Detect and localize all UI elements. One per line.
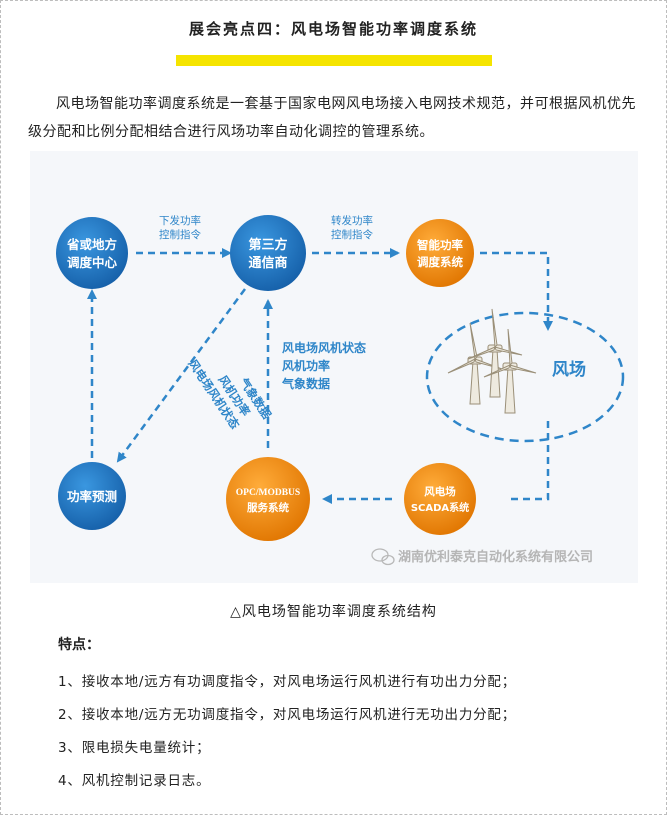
diagram-caption: △风电场智能功率调度系统结构 — [230, 604, 437, 620]
opc-modbus-line-2: 服务系统 — [247, 501, 289, 514]
watermark: 湖南优利泰克自动化系统有限公司 — [371, 548, 593, 566]
issue-command-label-2: 控制指令 — [159, 228, 201, 241]
third-party-line-2: 通信商 — [248, 255, 287, 271]
feature-item-1: 1、接收本地/远方有功调度指令，对风电场运行风机进行有功出力分配； — [58, 674, 517, 690]
status-center-label-3: 气象数据 — [281, 376, 330, 391]
wind-farm-boundary — [425, 311, 625, 443]
wechat-icon — [371, 548, 395, 566]
edge-wind-farm-to-scada — [506, 421, 550, 501]
wind-farm-label: 风场 — [552, 360, 586, 380]
issue-command-label-1: 下发功率 — [159, 214, 201, 227]
dispatch-center-line-2: 调度中心 — [67, 255, 118, 270]
third-party-line-1: 第三方 — [248, 237, 287, 253]
intro-paragraph: 风电场智能功率调度系统是一套基于国家电网风电场接入电网技术规范，并可根据风机优先… — [28, 96, 636, 140]
dispatch-center-node: 省或地方 调度中心 — [56, 217, 128, 289]
scada-line-2: SCADA系统 — [411, 501, 469, 514]
feature-item-3: 3、限电损失电量统计； — [58, 740, 211, 756]
opc-modbus-line-1: OPC/MODBUS — [236, 488, 300, 498]
third-party-node: 第三方 通信商 — [230, 215, 306, 291]
forward-command-label-2: 控制指令 — [331, 228, 373, 241]
status-center-label-2: 风机功率 — [282, 358, 330, 373]
opc-modbus-node: OPC/MODBUS 服务系统 — [226, 457, 310, 541]
feature-item-4: 4、风机控制记录日志。 — [58, 773, 211, 789]
status-center-label-1: 风电场风机状态 — [282, 340, 366, 355]
scada-node: 风电场 SCADA系统 — [404, 463, 476, 535]
page-title: 展会亮点四：风电场智能功率调度系统 — [188, 20, 478, 38]
features-heading: 特点： — [58, 637, 100, 653]
scada-line-1: 风电场 — [424, 485, 456, 498]
watermark-text: 湖南优利泰克自动化系统有限公司 — [398, 549, 593, 565]
wind-turbine-icon — [447, 308, 537, 414]
dispatch-center-line-1: 省或地方 — [66, 237, 117, 252]
power-forecast-line-1: 功率预测 — [67, 489, 117, 504]
forward-command-label-1: 转发功率 — [331, 214, 373, 227]
smart-power-line-2: 调度系统 — [417, 255, 463, 269]
title-underline-bar — [176, 55, 492, 66]
power-forecast-node: 功率预测 — [58, 462, 126, 530]
feature-item-2: 2、接收本地/远方无功调度指令，对风电场运行风机进行无功出力分配； — [58, 707, 517, 723]
system-structure-diagram: 风场 省或地方 调度中心 第三方 通信商 智能功率 调度系统 功率预测 OPC/… — [30, 151, 638, 583]
smart-power-node: 智能功率 调度系统 — [406, 219, 474, 287]
smart-power-line-1: 智能功率 — [417, 238, 463, 252]
